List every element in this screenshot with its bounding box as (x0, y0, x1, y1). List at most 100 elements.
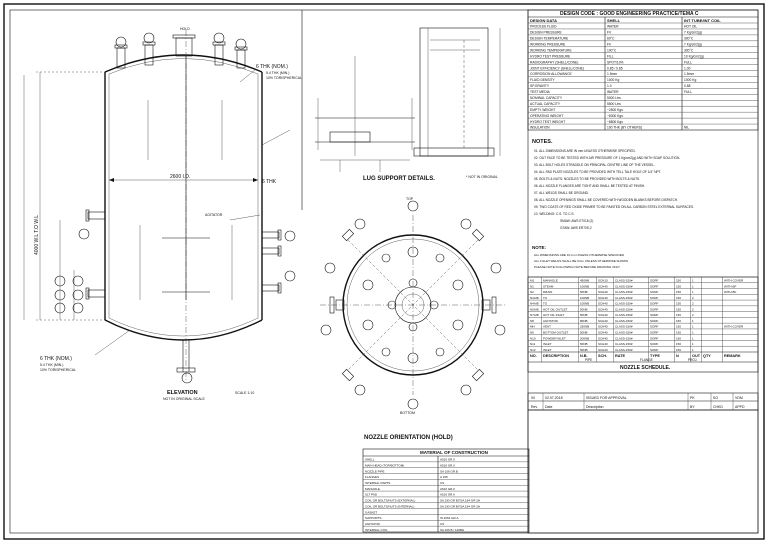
nozzle-cell: WITH BF (724, 284, 736, 288)
notes-list: 01. ALL DIMENSIONS ARE IN mm UNLESS OTHE… (534, 149, 694, 230)
design-data-cell: NIL (684, 126, 689, 130)
moc-part: MAIN HEAD (TOP/BOTTOM) (365, 463, 404, 467)
nozzle-cell: SCH10 (598, 279, 608, 283)
nozzle-header-cell: N (676, 354, 679, 358)
nozzle-cell: 150 (676, 325, 681, 329)
design-data-cell: 5500 Ltrs (607, 102, 621, 106)
moc-material: A516 GR.II (440, 493, 455, 497)
nozzle-cell: INLET (543, 342, 552, 346)
design-data-cell: FV (607, 42, 612, 46)
design-data-cell: SPOT/10% (607, 60, 624, 64)
design-data-cell: RADIOGRAPHY (SHELL/CONE) (530, 60, 578, 64)
note-item: 05. BOLTS & NUTS: NOZZLES TO BE PROVIDED… (534, 177, 640, 181)
nozzle-header-sub: FLANGE (640, 358, 653, 362)
design-data-cell: 7 Kg/cm2(g) (684, 42, 702, 46)
design-data-cell: JOINT EFFICIENCY (SHELL/CONE) (530, 66, 584, 70)
nozzle-cell: 150 (676, 330, 681, 334)
shell-thk-label: 6 THK (262, 179, 277, 185)
nozzle-cell: 1 (692, 290, 694, 294)
moc-material: CS (440, 522, 444, 526)
agitator-label: AGITATOR (205, 213, 223, 217)
nozzle-cell: SCH40 (598, 284, 608, 288)
nozzle-orientation-view (320, 215, 505, 395)
height-label: 4000 W.L T.O W.L (34, 215, 40, 255)
design-data-cell: 0.88 (684, 84, 691, 88)
elevation-view (23, 30, 291, 380)
nozzle-cell: CLASS-150# (615, 284, 633, 288)
revision-header-cell: Description (586, 405, 604, 409)
nozzle-cell: 1 (692, 319, 694, 323)
lug-note: * NOT IN ORIGINAL (466, 175, 498, 179)
nozzle-cell: MANHOLE (543, 279, 558, 283)
nozzle-cell: 100NB (580, 284, 589, 288)
design-code-title: DESIGN CODE : GOOD ENGINEERING PRACTICE/… (560, 11, 699, 17)
moc-material: A516 GR.II (440, 463, 455, 467)
nozzle-header-cell: DESCRIPTION (543, 354, 569, 358)
design-data-cell: WATER (607, 90, 619, 94)
nozzle-cell: TO (543, 302, 548, 306)
design-data-cell: 1000 Kg (684, 78, 696, 82)
moc-part: NOZZLE PIPE (365, 469, 385, 473)
nozzle-cell: N9 (530, 330, 534, 334)
nozzle-cell: 50NB (580, 313, 588, 317)
nozzle-cell: N5A/B (530, 307, 539, 311)
nozzle-cell: MH (530, 325, 535, 329)
design-data-cell: FULL (684, 60, 692, 64)
nozzle-cell: CLASS-150# (615, 325, 633, 329)
nozzle-cell: SCH40 (598, 302, 608, 306)
design-data-cell: HOT OIL (684, 25, 697, 29)
nozzle-cell: 150 (676, 342, 681, 346)
nozzle-schedule-title: NOZZLE SCHEDULE. (620, 365, 671, 371)
nozzle-header-cell: QTY (703, 354, 711, 358)
nozzle-cell: CLASS-150# (615, 342, 633, 346)
design-data-cell: 1.00 (684, 66, 691, 70)
moc-material: A 105 (440, 475, 448, 479)
design-data-cell: EMPTY WEIGHT (530, 108, 555, 112)
nozzle-cell: N1 (530, 284, 534, 288)
revision-header-cell: BY (690, 405, 695, 409)
nozzle-cell: AGITATOR (543, 319, 559, 323)
design-data-cell: 0.85 / 0.85 (607, 66, 623, 70)
design-data-header: DESIGN DATA (530, 18, 557, 23)
design-data-cell: WORKING TEMPERATURE (530, 48, 572, 52)
design-data-cell: 7 Kg/cm2(g) (684, 31, 702, 35)
design-data-cell: OPERATING WEIGHT (530, 114, 563, 118)
nozzle-orientation-title: NOZZLE ORIENTATION (HOLD) (364, 435, 453, 441)
jacket-header: INT TUBE/INT COIL (684, 18, 721, 23)
bottom-thk-sub2: 10% TORISPHERICAL (40, 368, 76, 372)
design-data-cell: 1.5mm (607, 72, 617, 76)
notes-title: NOTES. (532, 139, 553, 145)
nozzle-cell: 2 (692, 296, 694, 300)
lug-support-detail (315, 27, 501, 172)
nozzle-cell: 100NB (580, 302, 589, 306)
nozzle-cell: SORF (650, 319, 659, 323)
nozzle-cell: STEAM (543, 284, 554, 288)
design-data-cell: HYDRO TEST WEIGHT (530, 120, 565, 124)
design-data-cell: HYDRO TEST PRESSURE (530, 54, 571, 58)
nozzle-cell: CLASS-150# (615, 313, 633, 317)
design-data-cell: 300°C (684, 37, 694, 41)
note2-title: NOTE: (532, 245, 547, 250)
elevation-title: ELEVATION (167, 390, 198, 396)
nozzle-cell: WITH BF (724, 290, 736, 294)
nozzle-cell: 50NB (580, 342, 588, 346)
nozzle-cell: DRAIN (543, 290, 552, 294)
note-item: 01. ALL DIMENSIONS ARE IN mm UNLESS OTHE… (534, 149, 636, 153)
moc-material: A516 GR.II (440, 487, 455, 491)
nozzle-cell: N3A/B (530, 296, 539, 300)
nozzle-cell: N8 (530, 319, 534, 323)
design-data-cell: ~8800 Kgs (607, 120, 623, 124)
moc-part: INTERNAL COIL (365, 528, 388, 532)
nozzle-cell: WITH COVER (724, 279, 744, 283)
top-thk-sub2: 10% TORISPHERICAL (266, 76, 302, 80)
design-data-cell: ACTUAL CAPACITY (530, 102, 561, 106)
nozzle-cell: CLASS-150# (615, 307, 633, 311)
design-data-cell: WORKING PRESSURE (530, 42, 566, 46)
design-data-cell: 100 THK (BY OTHERS) (607, 126, 642, 130)
lug-title: LUG SUPPORT DETAILS. (363, 176, 435, 182)
nozzle-cell: 150 (676, 279, 681, 283)
note-item: 07. ALL WELDS SHALL BE GROUND. (534, 191, 589, 195)
revision-cell: ISSUED FOR APPROVAL (586, 396, 627, 400)
